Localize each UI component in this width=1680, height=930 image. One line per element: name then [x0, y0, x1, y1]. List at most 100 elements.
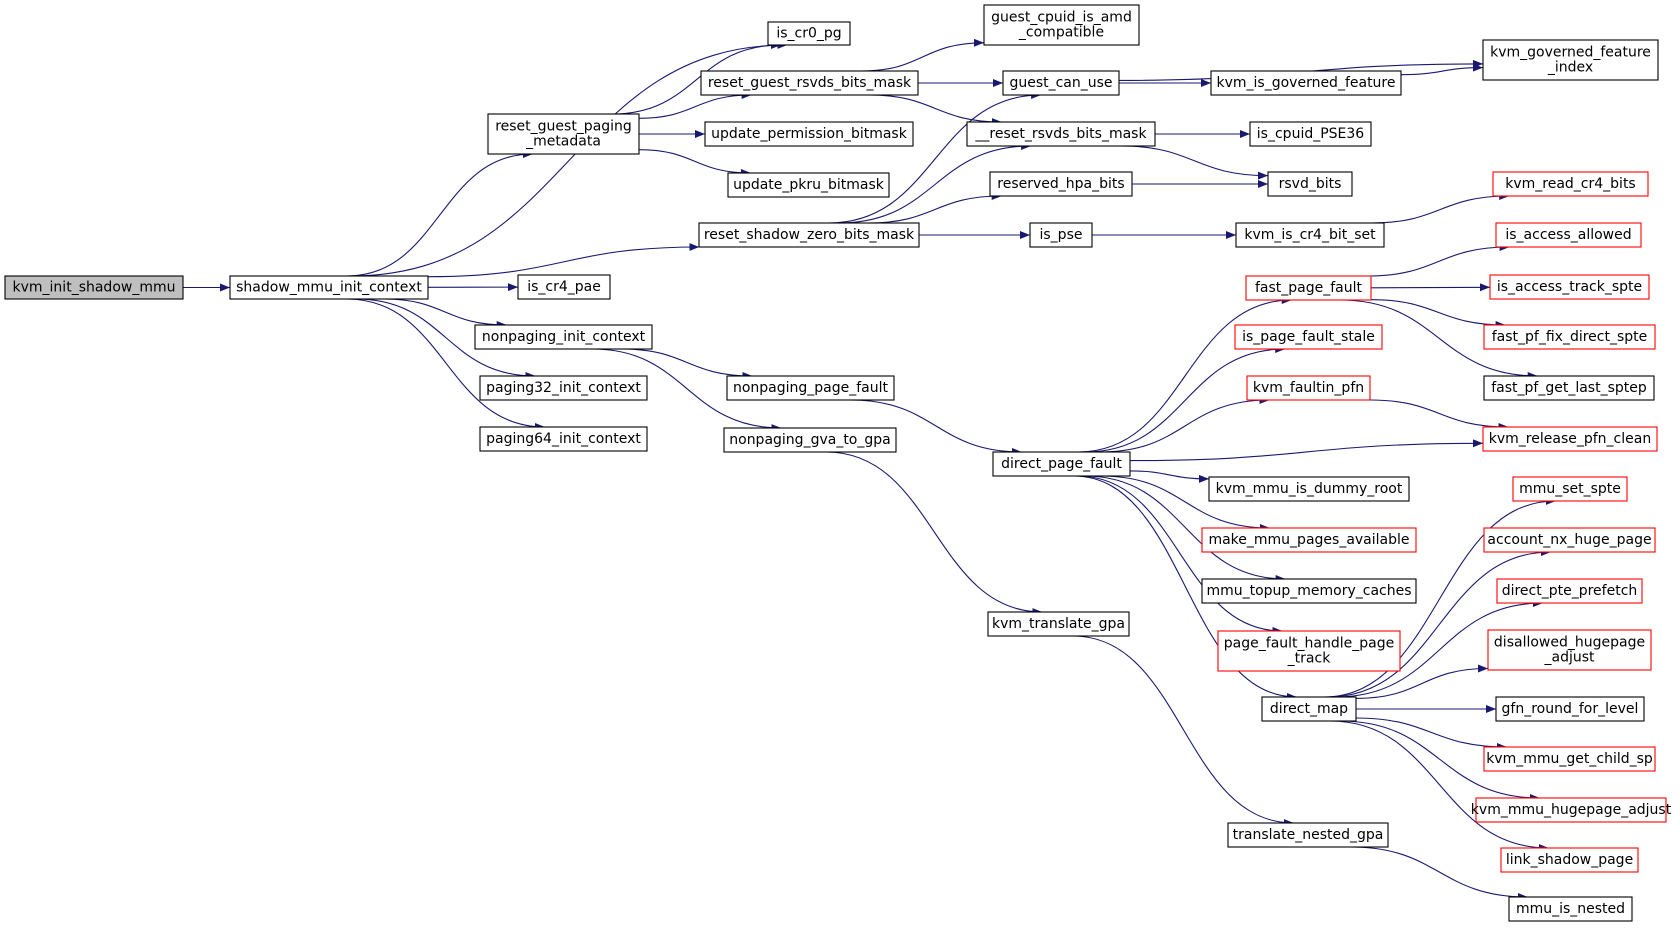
- node-kvm_release_pfn_clean[interactable]: kvm_release_pfn_clean: [1482, 426, 1658, 452]
- node-paging64_init_context[interactable]: paging64_init_context: [479, 426, 648, 452]
- node-kvm_init_shadow_mmu[interactable]: kvm_init_shadow_mmu: [4, 275, 184, 300]
- node-gfn_round_for_level[interactable]: gfn_round_for_level: [1495, 696, 1645, 722]
- node-reset_guest_paging_metadata[interactable]: reset_guest_paging_metadata: [487, 113, 640, 155]
- node-box[interactable]: [1029, 222, 1093, 248]
- node-box[interactable]: [1245, 275, 1372, 301]
- node-box[interactable]: [1483, 527, 1656, 553]
- node-box[interactable]: [1217, 630, 1401, 672]
- node-guest_can_use[interactable]: guest_can_use: [1002, 70, 1120, 96]
- node-fast_pf_get_last_sptep[interactable]: fast_pf_get_last_sptep: [1483, 375, 1655, 401]
- node-box[interactable]: [723, 427, 897, 453]
- node-box[interactable]: [1201, 578, 1417, 604]
- node-box[interactable]: [1500, 847, 1639, 873]
- node-nonpaging_init_context[interactable]: nonpaging_init_context: [474, 324, 653, 350]
- node-box[interactable]: [983, 4, 1140, 46]
- node-is_access_allowed[interactable]: is_access_allowed: [1495, 222, 1642, 248]
- node-guest_cpuid_is_amd_compatible[interactable]: guest_cpuid_is_amd_compatible: [983, 4, 1140, 46]
- node-box[interactable]: [1487, 629, 1652, 671]
- node-box[interactable]: [1246, 375, 1371, 401]
- node-nonpaging_page_fault[interactable]: nonpaging_page_fault: [726, 375, 895, 401]
- node-mmu_is_nested[interactable]: mmu_is_nested: [1508, 896, 1633, 922]
- node-box[interactable]: [1482, 426, 1658, 452]
- node-paging32_init_context[interactable]: paging32_init_context: [479, 375, 648, 401]
- node-box[interactable]: [1489, 274, 1650, 300]
- node-box[interactable]: [989, 171, 1133, 197]
- node-translate_nested_gpa[interactable]: translate_nested_gpa: [1227, 822, 1389, 848]
- node-box[interactable]: [1210, 70, 1402, 96]
- node-is_cr0_pg[interactable]: is_cr0_pg: [767, 21, 851, 46]
- node-box[interactable]: [1261, 696, 1357, 722]
- node-fast_pf_fix_direct_spte[interactable]: fast_pf_fix_direct_spte: [1483, 324, 1656, 350]
- node-account_nx_huge_page[interactable]: account_nx_huge_page: [1483, 527, 1656, 553]
- node-box[interactable]: [4, 275, 184, 300]
- node-disallowed_hugepage_adjust[interactable]: disallowed_hugepage_adjust: [1487, 629, 1652, 671]
- node-kvm_is_governed_feature[interactable]: kvm_is_governed_feature: [1210, 70, 1402, 96]
- node-rsvd_bits[interactable]: rsvd_bits: [1267, 171, 1353, 197]
- node-kvm_mmu_hugepage_adjust[interactable]: kvm_mmu_hugepage_adjust: [1471, 797, 1672, 823]
- node-reset_guest_rsvds_bits_mask[interactable]: reset_guest_rsvds_bits_mask: [700, 70, 919, 96]
- node-is_pse[interactable]: is_pse: [1029, 222, 1093, 248]
- node-box[interactable]: [1201, 527, 1417, 553]
- node-make_mmu_pages_available[interactable]: make_mmu_pages_available: [1201, 527, 1417, 553]
- node-box[interactable]: [479, 426, 648, 452]
- node-box[interactable]: [1249, 121, 1372, 147]
- node-kvm_is_cr4_bit_set[interactable]: kvm_is_cr4_bit_set: [1235, 222, 1385, 248]
- node-update_pkru_bitmask[interactable]: update_pkru_bitmask: [727, 172, 890, 198]
- node-box[interactable]: [1483, 746, 1656, 772]
- node-nonpaging_gva_to_gpa[interactable]: nonpaging_gva_to_gpa: [723, 427, 897, 453]
- node-box[interactable]: [704, 121, 914, 147]
- node-box[interactable]: [1475, 797, 1667, 823]
- node-box[interactable]: [966, 121, 1156, 147]
- node-box[interactable]: [1234, 324, 1383, 350]
- node-box[interactable]: [726, 375, 895, 401]
- node-box[interactable]: [1235, 222, 1385, 248]
- node-page_fault_handle_page_track[interactable]: page_fault_handle_page_track: [1217, 630, 1401, 672]
- node-box[interactable]: [1512, 476, 1628, 502]
- node-box[interactable]: [1492, 171, 1649, 197]
- node-__reset_rsvds_bits_mask[interactable]: __reset_rsvds_bits_mask: [966, 121, 1156, 147]
- node-kvm_mmu_is_dummy_root[interactable]: kvm_mmu_is_dummy_root: [1208, 476, 1410, 502]
- node-mmu_set_spte[interactable]: mmu_set_spte: [1512, 476, 1628, 502]
- node-fast_page_fault[interactable]: fast_page_fault: [1245, 275, 1372, 301]
- node-direct_page_fault[interactable]: direct_page_fault: [992, 451, 1131, 477]
- node-box[interactable]: [1267, 171, 1353, 197]
- node-box[interactable]: [517, 274, 611, 300]
- node-box[interactable]: [767, 21, 851, 46]
- node-box[interactable]: [992, 451, 1131, 477]
- node-box[interactable]: [698, 222, 920, 248]
- node-box[interactable]: [479, 375, 648, 401]
- node-reserved_hpa_bits[interactable]: reserved_hpa_bits: [989, 171, 1133, 197]
- node-box[interactable]: [1483, 375, 1655, 401]
- node-box[interactable]: [1002, 70, 1120, 96]
- node-update_permission_bitmask[interactable]: update_permission_bitmask: [704, 121, 914, 147]
- node-box[interactable]: [1227, 822, 1389, 848]
- node-box[interactable]: [474, 324, 653, 350]
- node-kvm_faultin_pfn[interactable]: kvm_faultin_pfn: [1246, 375, 1371, 401]
- node-kvm_translate_gpa[interactable]: kvm_translate_gpa: [987, 611, 1130, 637]
- node-box[interactable]: [700, 70, 919, 96]
- node-kvm_governed_feature_index[interactable]: kvm_governed_feature_index: [1482, 39, 1659, 81]
- node-is_page_fault_stale[interactable]: is_page_fault_stale: [1234, 324, 1383, 350]
- node-box[interactable]: [727, 172, 890, 198]
- node-shadow_mmu_init_context[interactable]: shadow_mmu_init_context: [229, 275, 429, 300]
- node-box[interactable]: [1483, 324, 1656, 350]
- node-kvm_mmu_get_child_sp[interactable]: kvm_mmu_get_child_sp: [1483, 746, 1656, 772]
- node-box[interactable]: [1496, 578, 1643, 604]
- node-kvm_read_cr4_bits[interactable]: kvm_read_cr4_bits: [1492, 171, 1649, 197]
- node-box[interactable]: [1208, 476, 1410, 502]
- node-direct_pte_prefetch[interactable]: direct_pte_prefetch: [1496, 578, 1643, 604]
- node-box[interactable]: [1482, 39, 1659, 81]
- node-link_shadow_page[interactable]: link_shadow_page: [1500, 847, 1639, 873]
- node-box[interactable]: [987, 611, 1130, 637]
- node-is_cr4_pae[interactable]: is_cr4_pae: [517, 274, 611, 300]
- node-reset_shadow_zero_bits_mask[interactable]: reset_shadow_zero_bits_mask: [698, 222, 920, 248]
- node-box[interactable]: [487, 113, 640, 155]
- node-is_cpuid_PSE36[interactable]: is_cpuid_PSE36: [1249, 121, 1372, 147]
- node-direct_map[interactable]: direct_map: [1261, 696, 1357, 722]
- node-mmu_topup_memory_caches[interactable]: mmu_topup_memory_caches: [1201, 578, 1417, 604]
- node-box[interactable]: [1495, 696, 1645, 722]
- node-box[interactable]: [229, 275, 429, 300]
- node-box[interactable]: [1495, 222, 1642, 248]
- node-is_access_track_spte[interactable]: is_access_track_spte: [1489, 274, 1650, 300]
- node-box[interactable]: [1508, 896, 1633, 922]
